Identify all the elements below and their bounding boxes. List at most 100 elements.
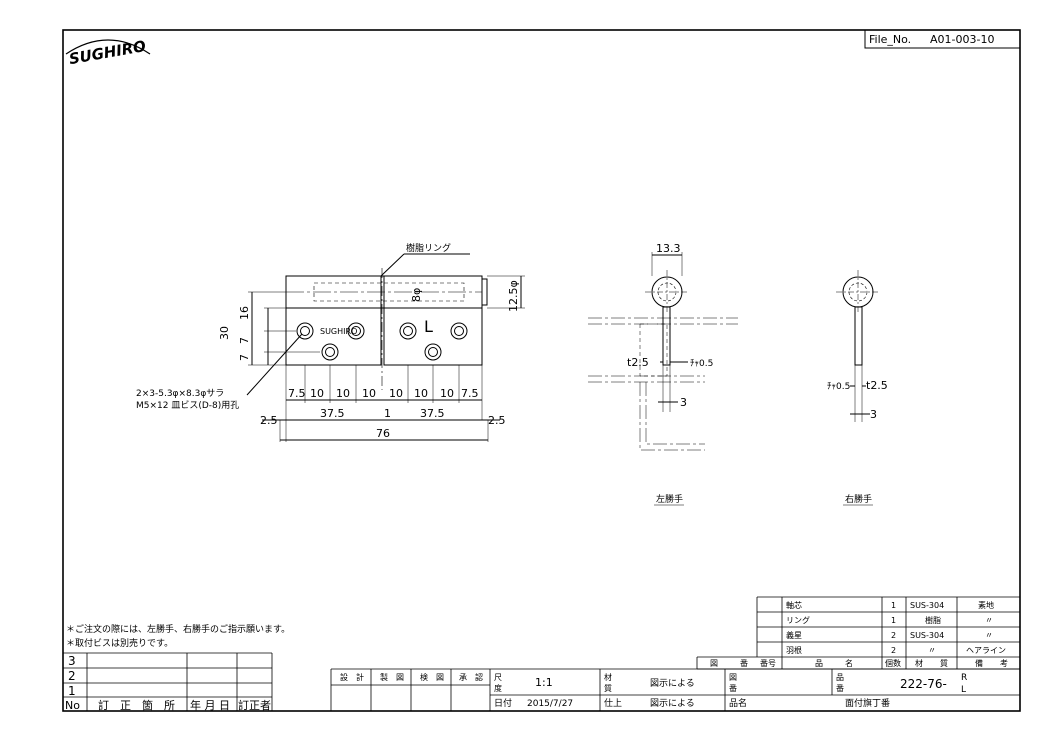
hdr-zu: 図 bbox=[710, 659, 718, 668]
drawing-label-1: 図 bbox=[729, 673, 737, 682]
plate-logo: SUGHIRO bbox=[320, 327, 357, 336]
right-view-text: ﾁｬ0.5 t2.5 3 右勝手 bbox=[827, 379, 888, 506]
parts-row-1-qty: 1 bbox=[891, 616, 896, 625]
right-caption: 右勝手 bbox=[845, 493, 872, 505]
dim-height-16: 16 bbox=[238, 306, 251, 320]
dim-half-right: 37.5 bbox=[420, 407, 445, 420]
parts-row: 羽根 2 〃 ヘアライン bbox=[786, 645, 1006, 655]
parts-row-1-material: 樹脂 bbox=[925, 615, 941, 625]
parts-row-0-qty: 1 bbox=[891, 601, 896, 610]
finish-label: 仕上 bbox=[604, 697, 622, 709]
front-view bbox=[246, 253, 525, 442]
approval-kenzu: 検 図 bbox=[420, 672, 444, 682]
part-label-2: 番 bbox=[836, 683, 844, 693]
left-dim-t: t2.5 bbox=[627, 356, 649, 369]
dim-half-left: 37.5 bbox=[320, 407, 345, 420]
company-logo: SUGHIRO bbox=[65, 37, 151, 68]
material-label-1: 材 bbox=[604, 672, 612, 682]
hdr-bango: 番号 bbox=[760, 658, 776, 668]
material-value: 図示による bbox=[650, 678, 695, 689]
hdr-kosu: 個数 bbox=[885, 658, 901, 668]
left-dim-3: 3 bbox=[680, 396, 687, 409]
left-caption: 左勝手 bbox=[656, 493, 683, 505]
revision-row-1: 1 bbox=[68, 684, 76, 698]
part-suffix-r: R bbox=[961, 673, 967, 683]
right-view bbox=[836, 270, 880, 422]
parts-row-0-finish: 素地 bbox=[978, 600, 994, 610]
parts-row-2-qty: 2 bbox=[891, 631, 896, 640]
logo-text: SUGHIRO bbox=[68, 37, 148, 68]
left-dim-width: 13.3 bbox=[656, 242, 681, 255]
revision-row-2: 2 bbox=[68, 669, 76, 683]
hdr-shitsu: 質 bbox=[940, 658, 948, 668]
dim-over-right: 2.5 bbox=[488, 414, 506, 427]
scale-value: 1:1 bbox=[535, 676, 553, 689]
note-line-2: ＊取付ビスは別売りです。 bbox=[66, 637, 173, 649]
dim-chain-7: 7.5 bbox=[461, 387, 479, 400]
title-table bbox=[330, 668, 1020, 711]
hole-note-1: 2×3-5.3φ×8.3φサラ bbox=[136, 388, 224, 399]
dim-pin-dia: 12.5φ bbox=[507, 280, 520, 312]
hdr-zai: 材 bbox=[915, 658, 923, 668]
dim-chain-5: 10 bbox=[414, 387, 428, 400]
parts-row-2-name: 義星 bbox=[786, 630, 802, 640]
name-label: 品名 bbox=[729, 697, 747, 709]
finish-value: 図示による bbox=[650, 698, 695, 709]
file-no-value: A01-003-10 bbox=[930, 33, 994, 46]
parts-row-3-name: 羽根 bbox=[786, 645, 802, 655]
parts-row-2-material: SUS-304 bbox=[910, 631, 944, 640]
left-view-text: 13.3 t2.5 ﾁｬ0.5 3 左勝手 bbox=[627, 242, 713, 506]
dim-height-30: 30 bbox=[218, 326, 231, 340]
parts-row: リング 1 樹脂 〃 bbox=[786, 615, 993, 625]
hole-note-2: M5×12 皿ビス(D-8)用孔 bbox=[136, 400, 239, 411]
part-suffix-l: L bbox=[961, 685, 966, 695]
dim-gap: 1 bbox=[384, 407, 391, 420]
dim-chain-1: 10 bbox=[310, 387, 324, 400]
scale-label-2: 度 bbox=[494, 683, 502, 693]
date-label: 日付 bbox=[494, 698, 512, 709]
dim-chain-6: 10 bbox=[440, 387, 454, 400]
sheet-border bbox=[62, 29, 1021, 712]
parts-row-1-name: リング bbox=[786, 615, 810, 625]
hdr-ko: 考 bbox=[1000, 659, 1008, 668]
part-label-1: 品 bbox=[836, 673, 844, 682]
left-dim-chamfer: ﾁｬ0.5 bbox=[690, 358, 713, 369]
hdr-ban: 番 bbox=[740, 658, 748, 668]
revision-text: 3 2 1 No 訂 正 箇 所 年 月 日 訂正者 bbox=[65, 654, 271, 712]
title-table-text: 設 計 製 図 検 図 承 認 尺 度 1:1 材 質 図示による 図 番 品 … bbox=[340, 672, 967, 709]
parts-row-3-finish: ヘアライン bbox=[966, 646, 1006, 655]
left-view bbox=[588, 252, 738, 451]
parts-row-3-qty: 2 bbox=[891, 646, 896, 655]
dim-height-7a: 7 bbox=[238, 337, 251, 344]
revision-block bbox=[63, 652, 273, 711]
ring-label: 樹脂リング bbox=[406, 242, 451, 254]
parts-row: 軸芯 1 SUS-304 素地 bbox=[786, 600, 994, 610]
revision-hdr-teisei: 訂 正 箇 所 bbox=[98, 698, 175, 712]
part-no: 222-76- bbox=[900, 677, 947, 691]
parts-row-1-finish: 〃 bbox=[985, 616, 993, 625]
date-value: 2015/7/27 bbox=[527, 699, 573, 709]
dim-chain-2: 10 bbox=[336, 387, 350, 400]
parts-list-text: 軸芯 1 SUS-304 素地 リング 1 樹脂 〃 義星 2 SUS-304 … bbox=[710, 600, 1008, 668]
right-dim-t: t2.5 bbox=[866, 379, 888, 392]
plate-letter: L bbox=[424, 317, 433, 336]
hdr-bi: 備 bbox=[975, 658, 983, 668]
approval-sekkei: 設 計 bbox=[340, 672, 364, 682]
parts-row-3-material: 〃 bbox=[928, 646, 936, 655]
dim-height-7b: 7 bbox=[238, 354, 251, 361]
front-view-text: 樹脂リング SUGHIRO L 30 16 7 7 12.5φ 8φ 7.5 1… bbox=[136, 242, 520, 440]
revision-row-3: 3 bbox=[68, 654, 76, 668]
drawing-label-2: 番 bbox=[729, 683, 737, 693]
hdr-hin: 品 bbox=[815, 659, 823, 668]
dim-chain-3: 10 bbox=[362, 387, 376, 400]
revision-hdr-person: 訂正者 bbox=[238, 698, 271, 712]
dim-chain-0: 7.5 bbox=[288, 387, 306, 400]
parts-row-0-material: SUS-304 bbox=[910, 601, 944, 610]
revision-hdr-no: No bbox=[65, 699, 80, 712]
revision-hdr-date: 年 月 日 bbox=[190, 698, 230, 712]
approval-shonin: 承 認 bbox=[459, 672, 483, 682]
right-dim-3: 3 bbox=[870, 408, 877, 421]
dim-chain-4: 10 bbox=[389, 387, 403, 400]
hdr-mei: 名 bbox=[845, 658, 853, 668]
